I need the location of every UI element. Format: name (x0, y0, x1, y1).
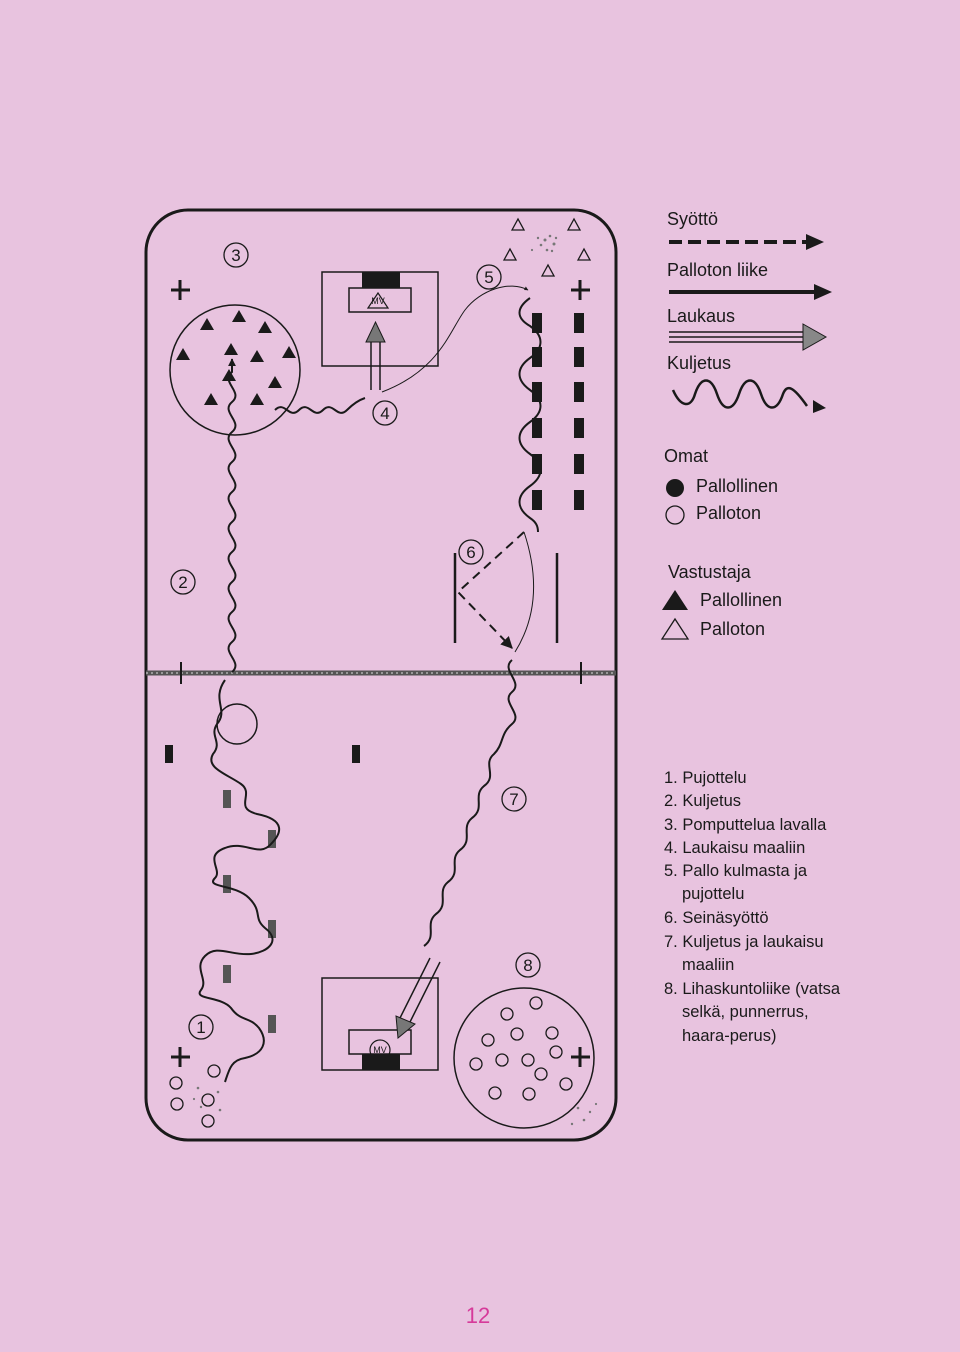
legend-dribble-label: Kuljetus (667, 353, 731, 373)
svg-text:4: 4 (380, 404, 389, 423)
bottom-goal: MV (321, 977, 439, 1071)
opponent-without-ball-markers (502, 217, 592, 277)
station-list-item: 5. Pallo kulmasta ja (664, 862, 808, 880)
station-list-item: haara-perus) (682, 1027, 776, 1045)
own-without-ball-symbol (665, 505, 685, 525)
svg-text:7: 7 (509, 790, 518, 809)
off-ball-run-4-to-5 (381, 285, 529, 393)
station-list-item: maaliin (682, 956, 734, 974)
legend-opponent-with-ball: Pallollinen (700, 590, 782, 610)
station-badge-8: 8 (515, 952, 541, 978)
legend-opponent-without-ball: Palloton (700, 619, 765, 639)
corner-plus-markers (171, 280, 590, 1067)
svg-text:3: 3 (231, 246, 240, 265)
station-list-item: 8. Lihaskuntoliike (vatsa (664, 980, 841, 998)
svg-text:5: 5 (484, 268, 493, 287)
ball-spot-top-right (530, 234, 558, 253)
station-3-area (169, 304, 301, 436)
bounce-ball (216, 703, 258, 745)
wall-pass-boards (453, 553, 559, 643)
svg-text:8: 8 (523, 956, 532, 975)
slalom-cones-station-1 (223, 790, 276, 1033)
field: MV MV (144, 208, 618, 1142)
station-list: 1. Pujottelu 2. Kuljetus 3. Pomputtelua … (664, 769, 841, 1045)
side-markers (165, 745, 360, 763)
dribble-path-station-2 (227, 358, 237, 673)
station-badge-7: 7 (501, 786, 527, 812)
legend: Syöttö Palloton liike Laukaus Kuljetus O… (660, 209, 832, 640)
svg-text:2: 2 (178, 573, 187, 592)
legend-pass-label: Syöttö (667, 209, 718, 229)
station-badges: 3 5 4 6 2 7 8 1 (170, 242, 541, 1040)
halfway-ticks (180, 662, 582, 684)
station-list-item: 3. Pomputtelua lavalla (664, 816, 827, 834)
station-badge-2: 2 (170, 569, 196, 595)
slalom-cones-station-5 (532, 313, 584, 510)
station-list-item: 4. Laukaisu maaliin (664, 839, 805, 857)
opponent-without-ball-symbol (660, 617, 690, 640)
bottom-goalkeeper-label: MV (373, 1045, 387, 1055)
dribble-path-station-5 (518, 297, 542, 533)
ball-spot-bottom-left (192, 1086, 598, 1126)
top-goal: MV (321, 271, 439, 367)
legend-shot-label: Laukaus (667, 306, 735, 326)
legend-own-heading: Omat (664, 446, 708, 466)
station-badge-1: 1 (188, 1014, 214, 1040)
svg-text:1: 1 (196, 1018, 205, 1037)
dribble-path-station-1 (198, 679, 280, 1083)
station-list-item: selkä, punnerrus, (682, 1003, 809, 1021)
opponent-with-ball-markers (176, 310, 296, 405)
shot-arrow-station-4 (365, 320, 386, 390)
legend-off-ball-label: Palloton liike (667, 260, 768, 280)
dribble-path-station-4 (274, 397, 366, 414)
station-badge-5: 5 (476, 264, 502, 290)
station-badge-6: 6 (458, 539, 484, 565)
dribble-arrow-sample (671, 379, 809, 409)
dribble-path-station-7 (423, 659, 517, 947)
station-8-area (453, 987, 595, 1129)
own-with-ball-symbol (666, 479, 684, 497)
pass-path-station-6 (456, 531, 525, 649)
station-list-item: 6. Seinäsyöttö (664, 909, 769, 927)
opponent-with-ball-symbol (662, 590, 688, 610)
page-number: 12 (466, 1303, 490, 1328)
legend-own-with-ball: Pallollinen (696, 476, 778, 496)
shot-arrow-sample (669, 323, 828, 351)
run-path-station-6 (514, 531, 534, 653)
station-list-item: 2. Kuljetus (664, 792, 741, 810)
station-badge-4: 4 (372, 400, 398, 426)
station-badge-3: 3 (223, 242, 249, 268)
legend-own-without-ball: Palloton (696, 503, 761, 523)
station-1-players (169, 1064, 221, 1128)
station-list-item: 7. Kuljetus ja laukaisu (664, 933, 824, 951)
own-players-without-ball (469, 996, 573, 1101)
station-list-item: 1. Pujottelu (664, 769, 747, 787)
legend-opponent-heading: Vastustaja (668, 562, 752, 582)
svg-text:6: 6 (466, 543, 475, 562)
shot-arrow-station-7 (395, 957, 441, 1039)
station-list-item: pujottelu (682, 885, 744, 903)
top-goalkeeper-label: MV (371, 296, 385, 306)
